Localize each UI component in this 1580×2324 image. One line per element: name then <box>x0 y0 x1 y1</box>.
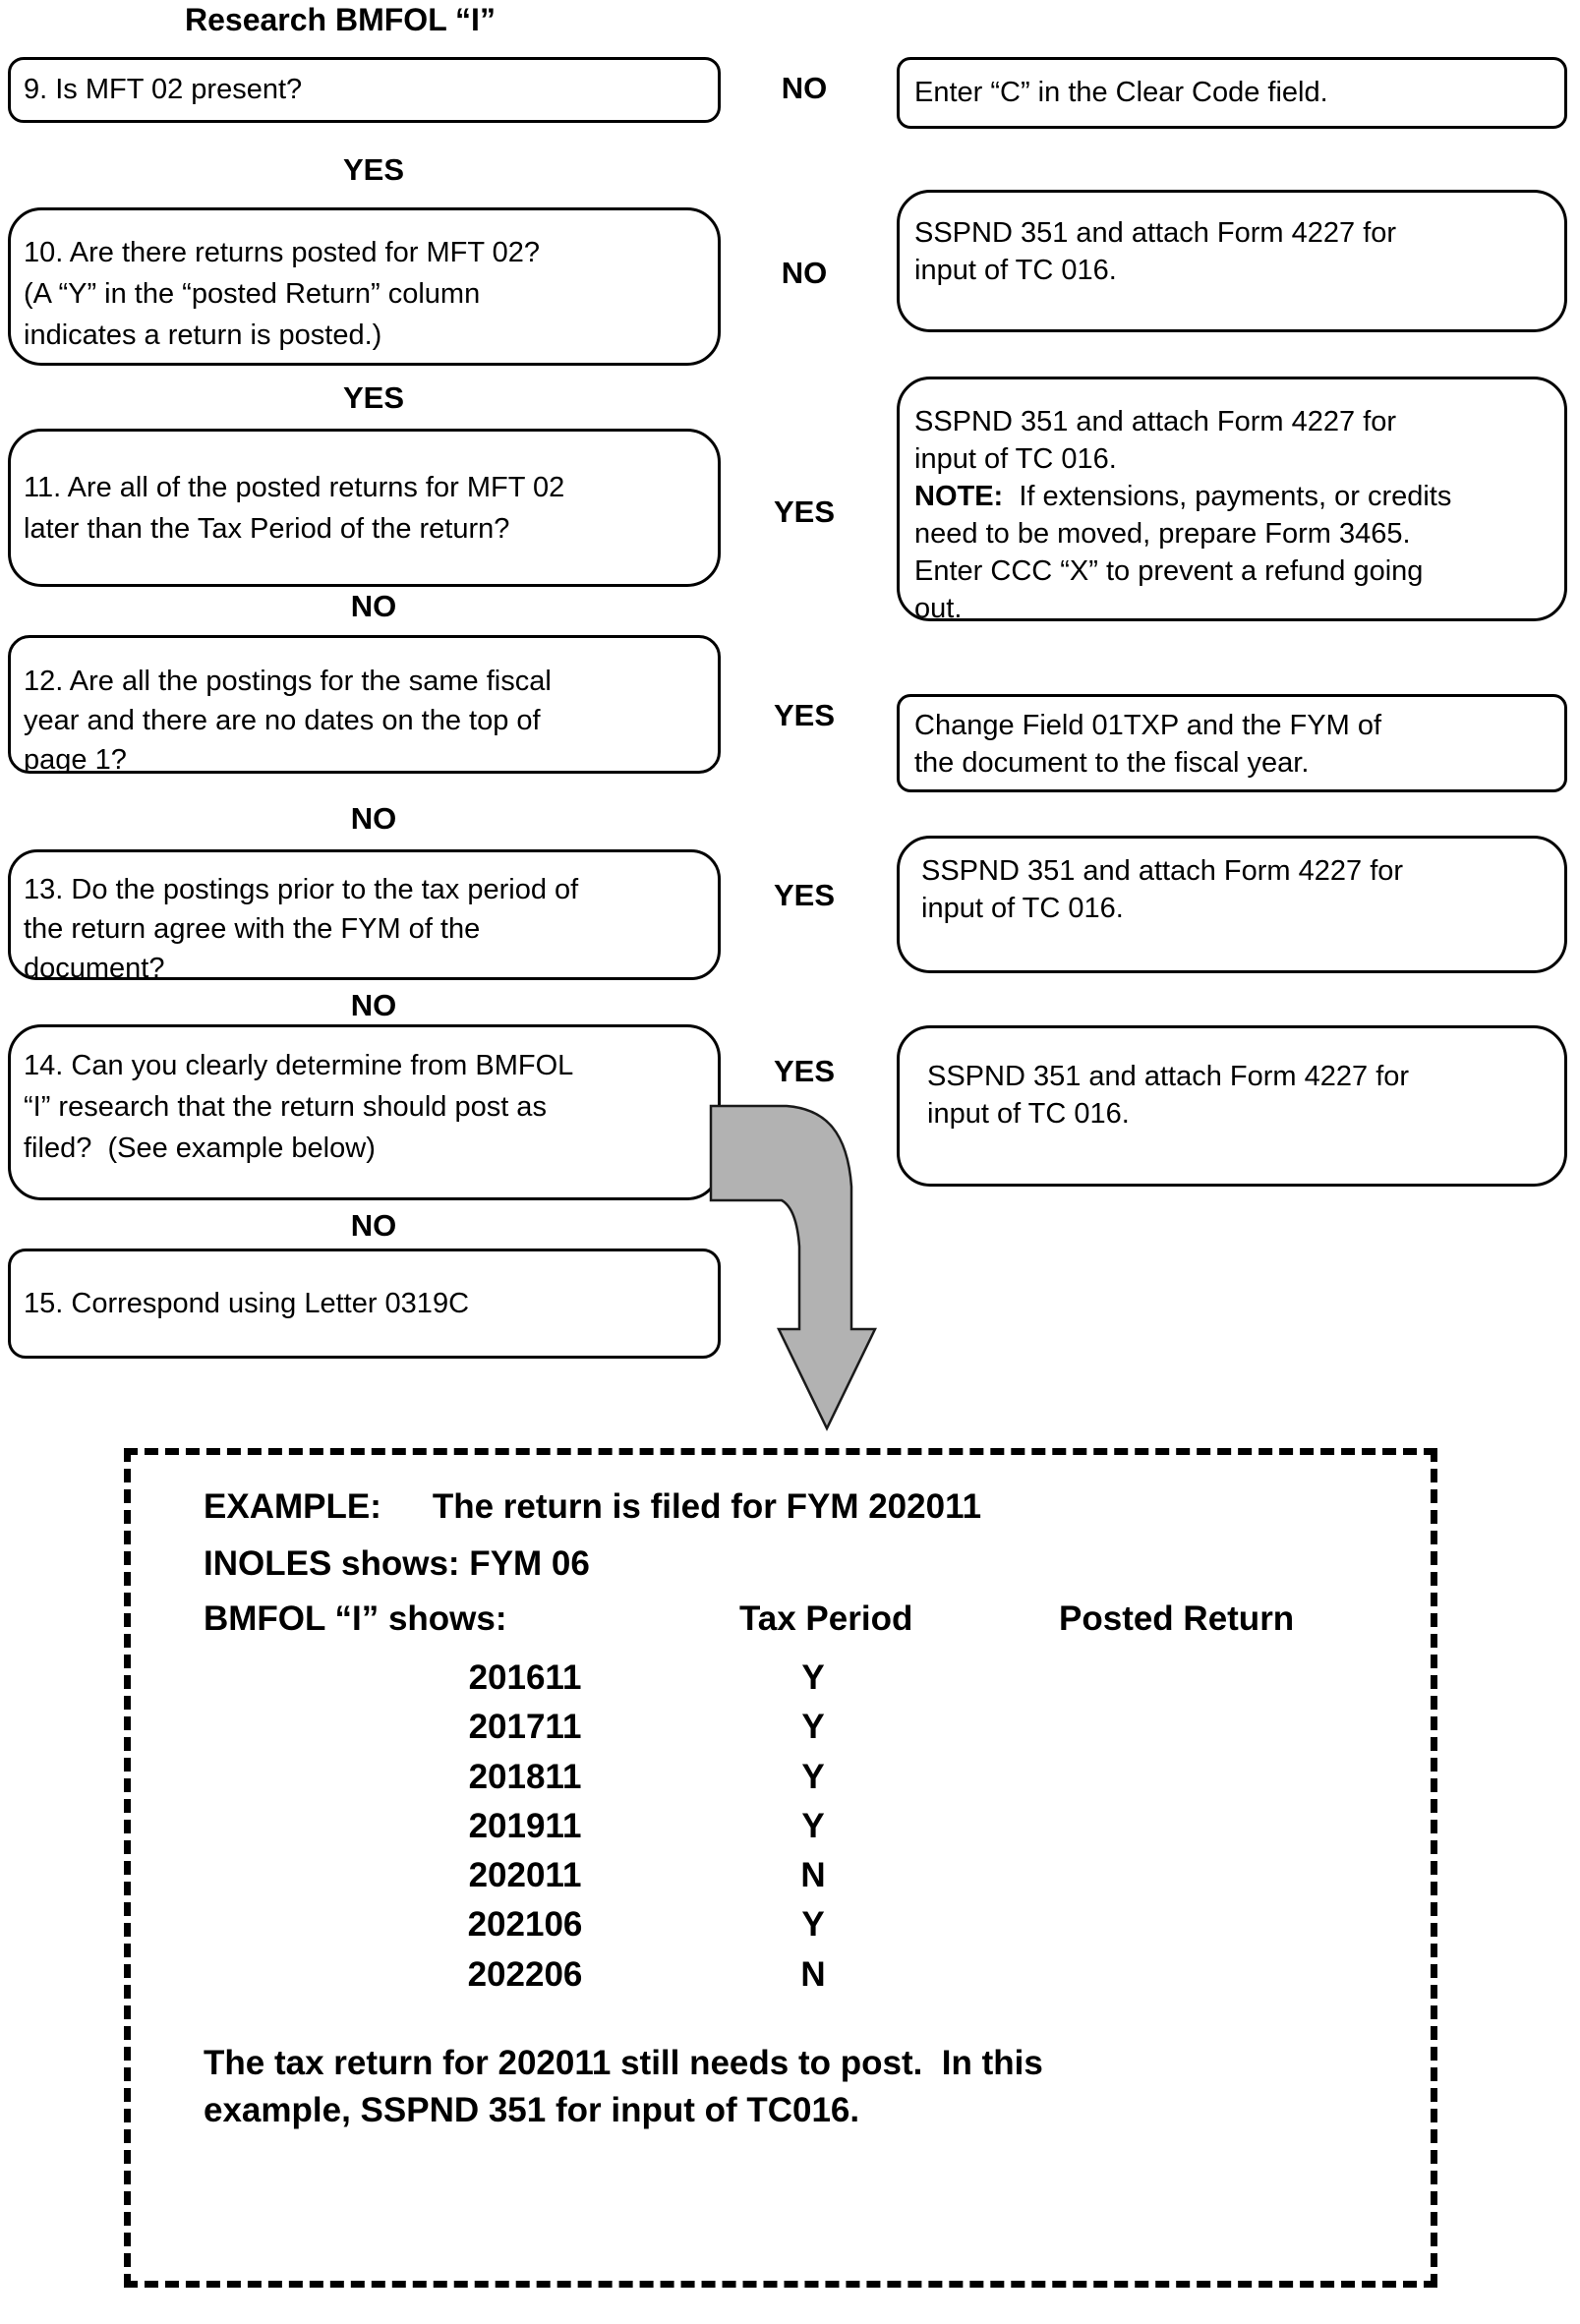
posted-return-value: Y <box>801 1658 825 1697</box>
branch-label-yes: YES <box>773 698 836 732</box>
branch-label-no: NO <box>781 71 828 105</box>
result-box-sspnd-351: SSPND 351 and attach Form 4227 for input… <box>897 836 1567 973</box>
posted-return-value: Y <box>801 1708 825 1746</box>
question-text: 9. Is MFT 02 present? <box>24 74 303 105</box>
branch-label-no: NO <box>781 256 828 290</box>
posted-return-value: Y <box>801 1807 825 1845</box>
example-heading-text: The return is filed for FYM 202011 <box>432 1487 982 1526</box>
result-box-sspnd-351-note: SSPND 351 and attach Form 4227 for input… <box>897 377 1567 621</box>
tax-period-value: 201811 <box>468 1758 582 1796</box>
result-box-change-field: Change Field 01TXP and the FYM of the do… <box>897 694 1567 792</box>
example-heading: EXAMPLE: The return is filed for FYM 2020… <box>204 1487 981 1527</box>
question-box-12: 12. Are all the postings for the same fi… <box>8 635 721 774</box>
page-title: Research BMFOL “I” <box>185 2 496 37</box>
result-box-clear-code: Enter “C” in the Clear Code field. <box>897 57 1567 129</box>
question-text: 13. Do the postings prior to the tax per… <box>24 874 579 980</box>
tax-period-value: 202206 <box>467 1955 583 1994</box>
column-header-tax-period: Tax Period <box>739 1599 913 1638</box>
example-inoles-line: INOLES shows: FYM 06 <box>204 1544 590 1583</box>
tax-period-value: 202106 <box>467 1905 583 1944</box>
posted-return-value: N <box>800 1955 826 1994</box>
table-row: 202106 Y <box>131 1905 1431 1945</box>
table-row: 201611 Y <box>131 1658 1431 1698</box>
connector-label-no: NO <box>350 988 397 1022</box>
tax-period-value: 201611 <box>468 1658 582 1697</box>
example-bmfol-label: BMFOL “I” shows: <box>204 1599 507 1638</box>
question-box-11: 11. Are all of the posted returns for MF… <box>8 429 721 587</box>
connector-label-no: NO <box>350 1208 397 1243</box>
example-heading-label: EXAMPLE: <box>204 1487 381 1526</box>
example-panel: EXAMPLE: The return is filed for FYM 2020… <box>124 1448 1437 2288</box>
tax-period-value: 201711 <box>468 1708 582 1746</box>
table-row: 201911 Y <box>131 1807 1431 1846</box>
connector-label-yes: YES <box>342 380 405 415</box>
table-row: 201711 Y <box>131 1708 1431 1747</box>
result-text: SSPND 351 and attach Form 4227 for input… <box>914 406 1397 475</box>
question-box-9: 9. Is MFT 02 present? <box>8 57 721 123</box>
posted-return-value: Y <box>801 1758 825 1796</box>
result-text: Change Field 01TXP and the FYM of the do… <box>914 710 1382 779</box>
table-row: 202011 N <box>131 1856 1431 1895</box>
result-text: SSPND 351 and attach Form 4227 for input… <box>921 855 1404 924</box>
tax-period-value: 202011 <box>468 1856 582 1894</box>
result-text: Enter “C” in the Clear Code field. <box>914 77 1328 108</box>
posted-return-value: Y <box>801 1905 825 1944</box>
result-text: SSPND 351 and attach Form 4227 for input… <box>914 217 1397 286</box>
question-box-14: 14. Can you clearly determine from BMFOL… <box>8 1024 721 1200</box>
branch-label-yes: YES <box>773 1054 836 1088</box>
question-text: 15. Correspond using Letter 0319C <box>24 1287 470 1319</box>
posted-return-value: N <box>800 1856 826 1894</box>
note-text: If extensions, payments, or credits need… <box>914 481 1452 621</box>
table-row: 202206 N <box>131 1955 1431 1995</box>
branch-label-yes: YES <box>773 878 836 912</box>
question-box-13: 13. Do the postings prior to the tax per… <box>8 849 721 980</box>
question-text: 11. Are all of the posted returns for MF… <box>24 472 565 545</box>
connector-label-no: NO <box>350 589 397 623</box>
question-text: 14. Can you clearly determine from BMFOL… <box>24 1050 574 1164</box>
note-label: NOTE: <box>914 481 1004 512</box>
example-conclusion: The tax return for 202011 still needs to… <box>204 2044 1043 2129</box>
result-text: SSPND 351 and attach Form 4227 for input… <box>927 1061 1410 1130</box>
tax-period-value: 201911 <box>468 1807 582 1845</box>
connector-label-no: NO <box>350 801 397 836</box>
question-text: 10. Are there returns posted for MFT 02?… <box>24 237 540 351</box>
result-box-sspnd-351: SSPND 351 and attach Form 4227 for input… <box>897 190 1567 332</box>
result-box-sspnd-351: SSPND 351 and attach Form 4227 for input… <box>897 1025 1567 1187</box>
question-text: 12. Are all the postings for the same fi… <box>24 666 552 774</box>
column-header-posted-return: Posted Return <box>1059 1599 1295 1638</box>
connector-label-yes: YES <box>342 152 405 187</box>
question-box-15: 15. Correspond using Letter 0319C <box>8 1249 721 1359</box>
table-row: 201811 Y <box>131 1758 1431 1797</box>
branch-label-yes: YES <box>773 494 836 529</box>
question-box-10: 10. Are there returns posted for MFT 02?… <box>8 207 721 366</box>
